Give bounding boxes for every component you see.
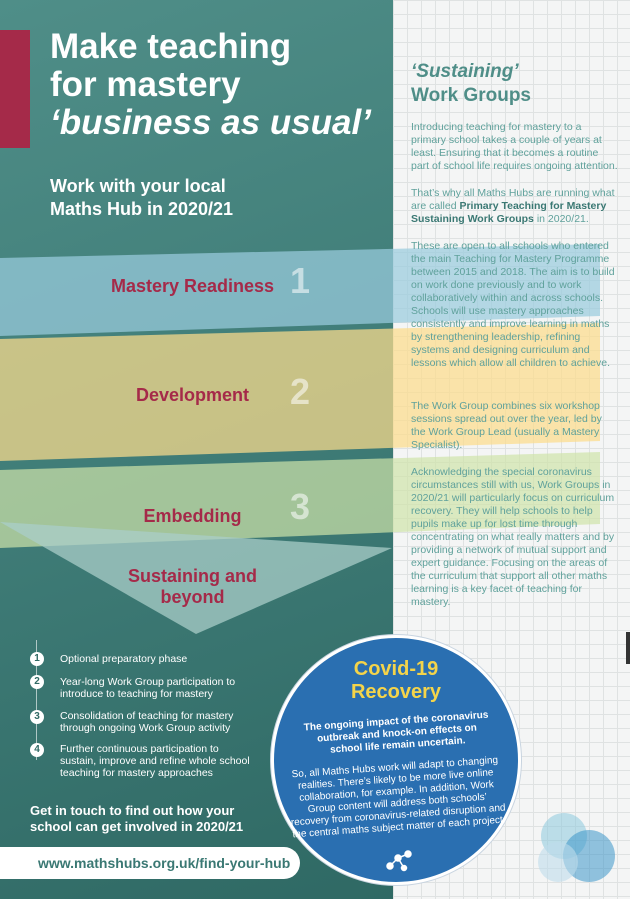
stage-label-line-1: Sustaining and [127,566,257,586]
sidebar-title-italic: ‘Sustaining’ [411,61,519,82]
covid-title: Covid-19 Recovery [274,658,518,704]
sidebar-paragraph-3: These are open to all schools who entere… [411,240,615,369]
covid-paragraph-1: The ongoing impact of the coronavirus ou… [303,709,489,756]
p2-bold: Primary Teaching for Mastery Sustaining … [411,200,607,225]
call-to-action: Get in touch to find out how your school… [30,803,290,835]
stage-number: 2 [289,371,311,412]
subtitle-line-1: Work with your local [50,176,226,196]
cta-line-2: school can get involved in 2020/21 [30,819,244,834]
sidebar-title: ‘Sustaining’ Work Groups [411,60,531,108]
steps-connector [36,640,37,760]
covid-recovery-badge: Covid-19 Recovery The ongoing impact of … [271,635,521,885]
p2-text-a: That’s why all Maths Hubs are running wh… [411,187,615,212]
step-text: Further continuous participation to sust… [60,743,250,779]
funnel-stage-2: 2 Development [0,323,600,461]
step-number: 4 [30,743,44,757]
sidebar-paragraph-5: Acknowledging the special coronavirus ci… [411,466,615,608]
title-line-2: for mastery [50,65,241,104]
subtitle: Work with your local Maths Hub in 2020/2… [50,175,350,221]
covid-paragraph-2: So, all Maths Hubs work will adapt to ch… [290,754,506,841]
right-panel [393,0,630,899]
covid-title-line-1: Covid-19 [353,658,439,680]
sidebar-paragraph-4: The Work Group combines six workshop ses… [411,400,602,451]
sidebar-title-rest: Work Groups [411,85,531,106]
stage-label: Embedding [143,506,242,526]
stage-number: 3 [289,486,311,527]
title-line-1: Make teaching [50,27,292,66]
sidebar-paragraph-2: That’s why all Maths Hubs are running wh… [411,187,618,226]
stage-label-line-2: beyond [160,587,225,607]
step-text: Consolidation of teaching for mastery th… [60,710,234,734]
url-pill[interactable]: www.mathshubs.org.uk/find-your-hub [0,847,300,879]
decorative-bubble [538,842,578,882]
covid-title-line-2: Recovery [350,681,442,703]
title-line-3: ‘business as usual’ [50,103,371,142]
page-edge-marker [626,632,630,664]
stage-label: Mastery Readiness [110,276,275,296]
step-text: Year-long Work Group participation to in… [60,676,236,700]
accent-bar [0,30,30,148]
step-text: Optional preparatory phase [60,653,188,665]
molecule-icon [386,850,412,872]
stage-number: 1 [289,260,311,301]
page-title: Make teaching for mastery ‘business as u… [50,28,390,142]
subtitle-line-2: Maths Hub in 2020/21 [50,199,234,219]
p2-text-b: in 2020/21. [533,213,589,225]
cta-line-1: Get in touch to find out how your [30,803,235,818]
step-number: 3 [30,710,44,724]
stage-label: Development [135,385,250,405]
hub-link[interactable]: www.mathshubs.org.uk/find-your-hub [38,855,291,871]
sidebar-paragraph-1: Introducing teaching for mastery to a pr… [411,121,618,172]
step-number: 2 [30,675,44,689]
step-number: 1 [30,652,44,666]
